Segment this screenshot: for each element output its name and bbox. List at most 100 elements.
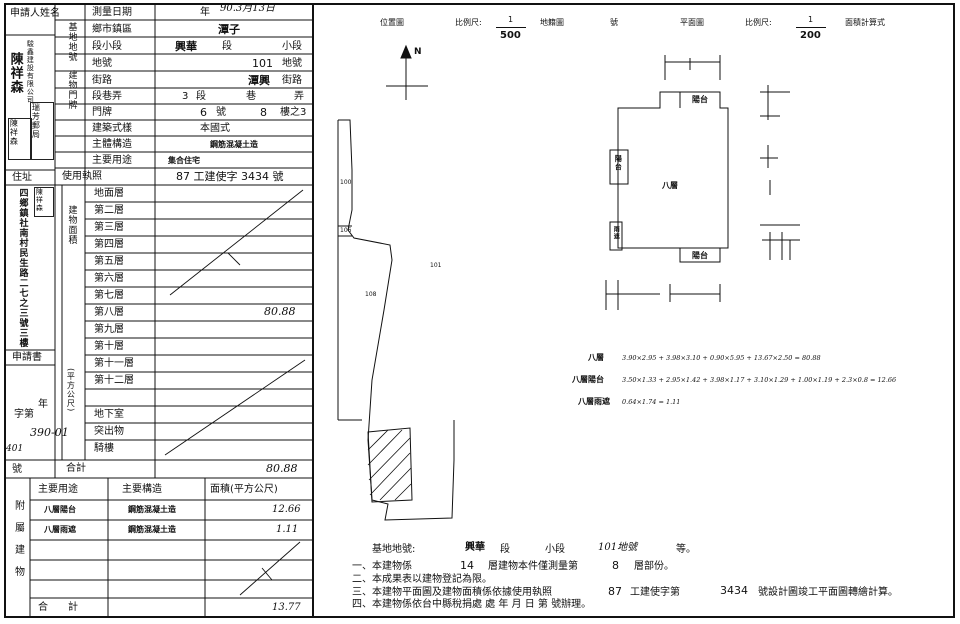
floor-area: 80.88 bbox=[264, 305, 296, 318]
address-stamp: 陳祥森 bbox=[34, 187, 54, 217]
north-label: N bbox=[414, 47, 422, 57]
floor-total-value: 80.88 bbox=[266, 462, 298, 475]
applicant-person: 陳祥森 bbox=[7, 52, 23, 94]
floor-name: 騎樓 bbox=[94, 443, 114, 454]
note-1c: 層部份。 bbox=[634, 561, 674, 572]
floor-plan-label: 平面圖 bbox=[680, 18, 704, 27]
attached-use: 八層雨遮 bbox=[44, 525, 76, 534]
floor-name: 地下室 bbox=[94, 409, 124, 420]
house-no-value: 6 bbox=[200, 106, 207, 119]
structure-label: 主體構造 bbox=[92, 139, 132, 150]
parcel-101: 101 bbox=[430, 262, 442, 269]
lot-unit: 地號 bbox=[282, 58, 302, 69]
floor-name: 地面層 bbox=[94, 188, 124, 199]
note-2: 二、本成果表以建物登記為限。 bbox=[352, 574, 492, 585]
lane-unit-section: 段 bbox=[196, 91, 206, 102]
note-intro-sec: 段 bbox=[500, 544, 510, 555]
floor-name: 第十層 bbox=[94, 341, 124, 352]
note-intro-no: 101地號 bbox=[598, 542, 638, 553]
style-value: 本國式 bbox=[200, 123, 230, 134]
note-3-year: 87 bbox=[608, 585, 622, 598]
floor-name: 第四層 bbox=[94, 239, 124, 250]
district-label: 鄉市鎮區 bbox=[92, 24, 132, 35]
lane-unit-lane: 巷 bbox=[246, 91, 256, 102]
location-scale-bar bbox=[496, 27, 526, 28]
main-use-label: 主要用途 bbox=[92, 155, 132, 166]
house-no-label: 門牌 bbox=[92, 107, 112, 118]
section-value: 興華 bbox=[175, 40, 197, 53]
attached-area: 12.66 bbox=[272, 504, 301, 515]
note-intro-a: 基地地號: bbox=[372, 544, 416, 555]
building-group-label: 建物門牌 bbox=[66, 70, 77, 110]
floor-name: 突出物 bbox=[94, 426, 124, 437]
attached-use: 八層陽台 bbox=[44, 505, 76, 514]
street-label: 街路 bbox=[92, 75, 112, 86]
structure-value: 鋼筋混凝土造 bbox=[210, 140, 258, 149]
floor-unit: 樓之3 bbox=[280, 107, 307, 118]
attached-total-value: 13.77 bbox=[272, 602, 301, 613]
note-1-total: 14 bbox=[460, 559, 474, 572]
floor-name: 第七層 bbox=[94, 290, 124, 301]
balcony-top-label: 陽台 bbox=[692, 95, 708, 104]
calc-label: 八層陽台 bbox=[572, 375, 604, 384]
floor-name: 第五層 bbox=[94, 256, 124, 267]
plan-scale-num: 1 bbox=[808, 15, 814, 24]
style-label: 建築式樣 bbox=[92, 123, 132, 134]
attached-header-use: 主要用途 bbox=[38, 484, 78, 495]
note-3c: 號設計圖竣工平面圖轉繪計算。 bbox=[758, 587, 898, 598]
applicant-label: 申請人姓名 bbox=[10, 8, 60, 19]
parcel-106: 106 bbox=[340, 227, 352, 234]
sheet-border bbox=[4, 3, 955, 618]
applicant-stamp: 陳祥森 bbox=[8, 118, 32, 160]
plan-scale-den: 200 bbox=[800, 30, 821, 41]
balcony-left-label: 陽台 bbox=[614, 155, 623, 171]
postal-stamp: 瑞芳郵局 bbox=[30, 102, 54, 160]
survey-date-year-label: 年 bbox=[200, 7, 210, 18]
permit-label: 使用執照 bbox=[62, 171, 102, 182]
survey-date-label: 測量日期 bbox=[92, 7, 132, 18]
note-intro-place: 興華 bbox=[465, 542, 485, 553]
unit-note: (平方公尺) bbox=[66, 368, 76, 413]
address-text: 四鄉鎮社南村民生路二七之三號三樓 bbox=[17, 188, 28, 348]
section-unit: 段 bbox=[222, 41, 232, 52]
floor-name: 第二層 bbox=[94, 205, 124, 216]
note-1-floor: 8 bbox=[612, 559, 619, 572]
floor-area-group-label: 建物面積 bbox=[66, 205, 77, 245]
center-divider bbox=[312, 3, 314, 618]
note-1a: 一、本建物係 bbox=[352, 561, 412, 572]
note-intro-sub: 小段 bbox=[545, 544, 565, 555]
section-label: 段小段 bbox=[92, 41, 122, 52]
year-label: 年 bbox=[38, 399, 48, 410]
note-3b: 工建使字第 bbox=[630, 587, 680, 598]
note-1b: 層建物本件僅測量第 bbox=[488, 561, 578, 572]
area-calc-label: 面積計算式 bbox=[845, 18, 885, 27]
floor-name: 第十二層 bbox=[94, 375, 134, 386]
district-value: 潭子 bbox=[218, 23, 240, 36]
survey-date-value: 90.3月13日 bbox=[220, 3, 275, 14]
calc-label: 八層雨遮 bbox=[578, 397, 610, 406]
subsection-unit: 小段 bbox=[282, 41, 302, 52]
note-intro-end: 等。 bbox=[676, 544, 696, 555]
application-401: 401 bbox=[6, 444, 24, 454]
calc-formula: 3.90×2.95 + 3.98×3.10 + 0.90×5.95 + 13.6… bbox=[622, 354, 821, 362]
attached-total-label: 合計 bbox=[38, 602, 98, 613]
attached-side-label: 附屬建物 bbox=[12, 500, 24, 588]
location-scale-label: 比例尺: bbox=[455, 18, 482, 27]
location-scale-num: 1 bbox=[508, 15, 514, 24]
rain-cover-label: 雨遮 bbox=[612, 226, 620, 240]
floor-name: 第十一層 bbox=[94, 358, 134, 369]
floor-name: 第八層 bbox=[94, 307, 124, 318]
attached-structure: 鋼筋混凝土造 bbox=[128, 505, 176, 514]
note-3a: 三、本建物平面圖及建物面積係依據使用執照 bbox=[352, 587, 552, 598]
main-use-value: 集合住宅 bbox=[168, 156, 200, 165]
floor-name: 第九層 bbox=[94, 324, 124, 335]
parcel-108: 108 bbox=[365, 291, 377, 298]
street-unit: 街路 bbox=[282, 75, 302, 86]
char-label: 字第 bbox=[14, 409, 34, 420]
attached-area: 1.11 bbox=[276, 524, 299, 535]
plan-scale-label: 比例尺: bbox=[745, 18, 772, 27]
note-4: 四、本建物係依台中縣稅捐處 處 年 月 日 第 號辦理。 bbox=[352, 599, 592, 610]
floor-value: 8 bbox=[260, 106, 267, 119]
